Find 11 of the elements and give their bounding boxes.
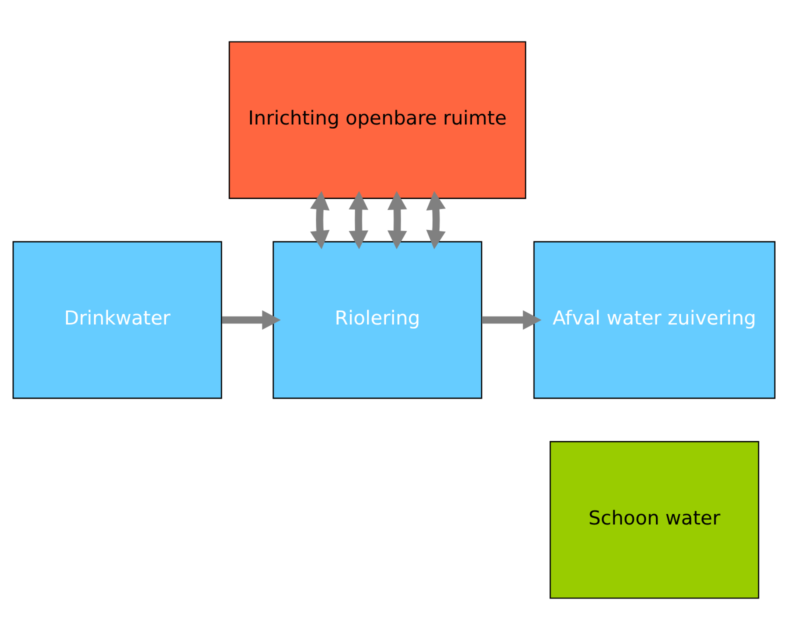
node-box: Schoon water — [550, 440, 760, 598]
arrow — [222, 310, 281, 330]
node-box: Afval water zuivering — [533, 240, 776, 398]
arrow — [310, 190, 330, 249]
arrow — [387, 190, 408, 249]
node-box: Riolering — [272, 240, 482, 398]
arrow — [482, 310, 542, 330]
node-box: Inrichting openbare ruimte — [228, 40, 526, 198]
arrow — [426, 190, 446, 249]
arrow — [348, 190, 368, 249]
node-box: Drinkwater — [12, 240, 222, 398]
